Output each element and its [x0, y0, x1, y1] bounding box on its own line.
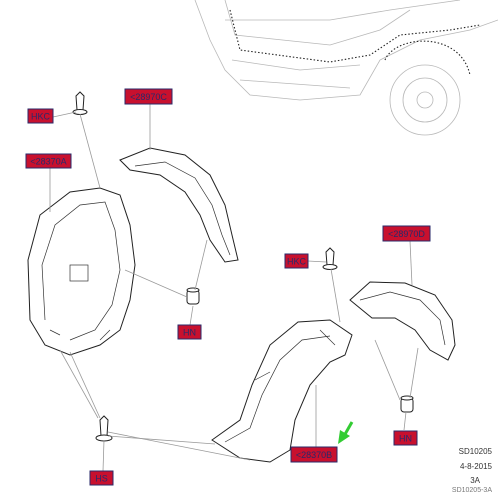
- wheel-arch-liner-front-c: [119, 147, 239, 263]
- svg-text:HN: HN: [399, 434, 412, 444]
- callout-liner-rear-b: <28370B: [290, 446, 338, 463]
- callout-liner-front-a: <28370A: [25, 153, 72, 169]
- callout-nut-left: HN: [177, 324, 202, 340]
- clip-mid-fastener: [322, 247, 338, 270]
- nut-left-fastener: [186, 287, 200, 305]
- vehicle-outline: [194, 0, 498, 136]
- wheel-arch-liner-rear-d: [349, 281, 456, 361]
- leader-lines: [49, 104, 419, 472]
- svg-text:<28370B: <28370B: [296, 450, 332, 460]
- svg-text:HN: HN: [183, 328, 196, 338]
- callout-screw-bottom: HS: [89, 470, 114, 486]
- svg-text:HKC: HKC: [31, 112, 51, 122]
- screw-bottom-fastener: [95, 415, 113, 442]
- drawing-date: 4-8-2015: [459, 462, 492, 471]
- svg-text:<28370A: <28370A: [30, 157, 66, 167]
- callout-clip-mid: HKC: [284, 253, 309, 269]
- drawing-revision: 3A: [470, 476, 480, 485]
- nut-right-fastener: [400, 395, 414, 413]
- clip-top-fastener: [72, 91, 88, 115]
- drawing-id: SD10205: [458, 447, 492, 456]
- callout-clip-top: HKC: [27, 108, 54, 124]
- svg-text:<28970D: <28970D: [388, 229, 425, 239]
- svg-text:HS: HS: [95, 474, 108, 484]
- callout-liner-rear-d: <28970D: [382, 225, 431, 242]
- green-pointer-arrow: [338, 421, 354, 444]
- drawing-code: SD10205-3A: [451, 487, 492, 494]
- wheel-arch-liner-front-a: [27, 187, 136, 356]
- callout-nut-right: HN: [393, 430, 418, 446]
- svg-text:<28970C: <28970C: [130, 92, 167, 102]
- wheel-arch-liner-rear-b: [211, 319, 353, 463]
- svg-text:HKC: HKC: [287, 257, 307, 267]
- callout-liner-front-c: <28970C: [124, 88, 173, 105]
